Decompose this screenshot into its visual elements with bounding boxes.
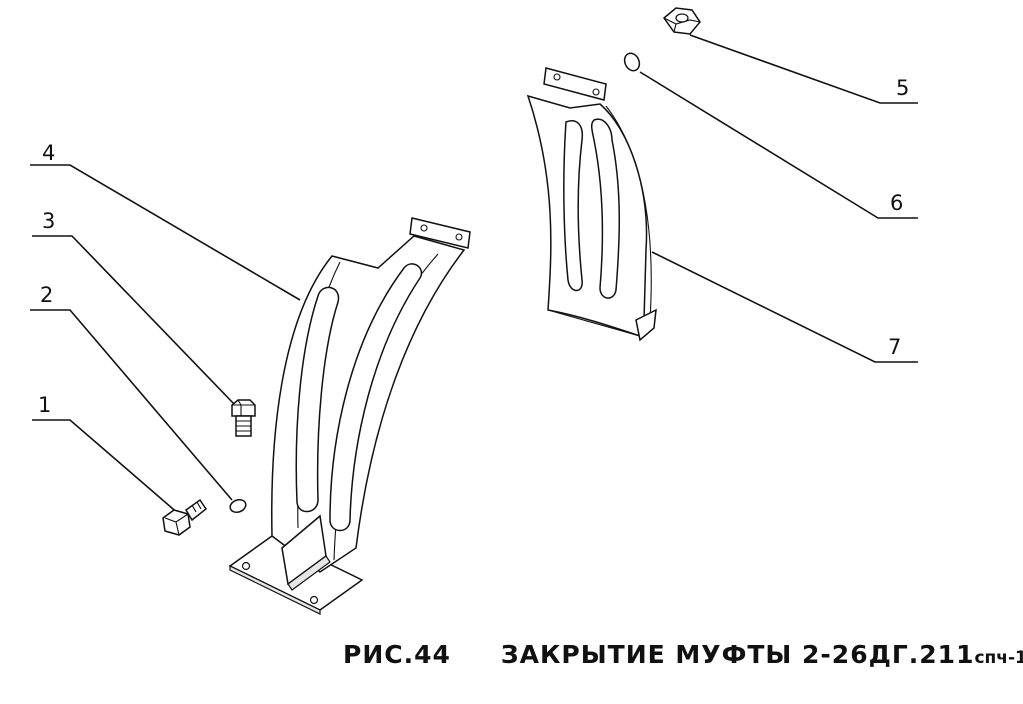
callout-6: 6 <box>890 191 903 215</box>
leader-6 <box>639 71 918 219</box>
part-1-bolt <box>162 498 208 536</box>
callout-7: 7 <box>888 335 901 359</box>
part-2-spring-washer <box>229 498 247 514</box>
leader-lines <box>30 34 918 516</box>
part-4-cover-left <box>228 217 471 615</box>
leader-7 <box>651 251 918 363</box>
leader-5 <box>689 34 918 104</box>
figure-title: ЗАКРЫТИЕ МУФТЫ 2-26ДГ.211 <box>500 640 975 669</box>
figure-number: РИС.44 <box>343 640 451 669</box>
part-5-nut <box>662 7 701 35</box>
callout-2: 2 <box>40 283 53 307</box>
leader-2 <box>30 309 233 501</box>
leader-3 <box>32 235 236 406</box>
callout-5: 5 <box>896 76 909 100</box>
leader-1 <box>32 419 181 516</box>
part-3-bolt <box>231 399 256 437</box>
callout-1: 1 <box>38 393 51 417</box>
part-7-cover-right <box>526 67 657 342</box>
figure-title-suffix: спч-1 <box>974 648 1023 668</box>
leader-4 <box>30 164 301 301</box>
callout-3: 3 <box>42 209 55 233</box>
figure-caption: РИС.44 ЗАКРЫТИЕ МУФТЫ 2-26ДГ.211спч-1 <box>343 640 1023 669</box>
callout-4: 4 <box>42 141 55 165</box>
part-6-spring-washer <box>623 52 641 72</box>
